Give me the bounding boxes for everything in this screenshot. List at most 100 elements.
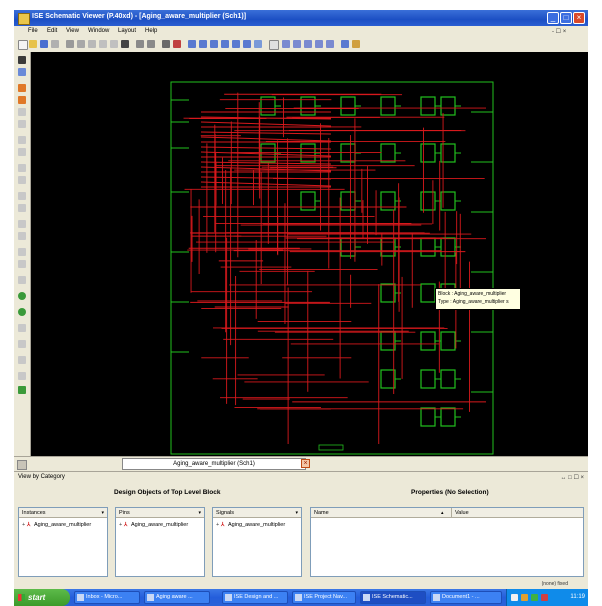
zoom-fit-icon[interactable] bbox=[162, 40, 170, 48]
note-icon[interactable] bbox=[18, 260, 26, 268]
tab-nav-icon[interactable] bbox=[17, 460, 27, 470]
maximize-button[interactable]: □ bbox=[560, 12, 572, 24]
block-symbol-icon: ⅄ bbox=[221, 522, 225, 528]
pointer-icon[interactable] bbox=[18, 56, 26, 64]
arrow-right-icon[interactable] bbox=[18, 96, 26, 104]
add-pin-icon[interactable] bbox=[232, 40, 240, 48]
bus-wire bbox=[200, 116, 332, 120]
minimize-button[interactable]: _ bbox=[547, 12, 559, 24]
menu-edit[interactable]: Edit bbox=[47, 28, 58, 34]
expand-icon[interactable] bbox=[326, 40, 334, 48]
mdi-controls[interactable]: - ☐ × bbox=[552, 29, 567, 35]
menu-help[interactable]: Help bbox=[145, 28, 158, 34]
schematic-canvas[interactable]: Block : Aging_aware_multiplier Type : Ag… bbox=[31, 52, 588, 456]
expand-icon[interactable]: + bbox=[119, 522, 123, 528]
unmark-icon[interactable] bbox=[18, 164, 26, 172]
security-icon[interactable] bbox=[531, 594, 538, 601]
open-icon[interactable] bbox=[29, 40, 37, 48]
list-item[interactable]: +⅄Aging_aware_multiplier bbox=[119, 522, 189, 528]
help-icon[interactable] bbox=[18, 372, 26, 380]
taskbar-item[interactable]: Document1 - ... bbox=[430, 591, 502, 604]
hand-icon[interactable] bbox=[18, 68, 26, 76]
paste-icon[interactable] bbox=[88, 40, 96, 48]
menu-view[interactable]: View bbox=[66, 28, 79, 34]
start-button[interactable]: start bbox=[14, 589, 70, 606]
panel-window-controls[interactable]: ↔ □ ☐ × bbox=[560, 475, 584, 481]
mark-icon[interactable] bbox=[18, 148, 26, 156]
push-icon[interactable] bbox=[293, 40, 301, 48]
list-item[interactable]: +⅄Aging_aware_multiplier bbox=[22, 522, 92, 528]
logic-cell bbox=[340, 237, 356, 257]
find-icon[interactable] bbox=[18, 136, 26, 144]
pan-icon[interactable] bbox=[173, 40, 181, 48]
network-icon[interactable] bbox=[511, 594, 518, 601]
annotate-icon[interactable] bbox=[18, 232, 26, 240]
taskbar-item[interactable]: Inbox - Micro... bbox=[74, 591, 140, 604]
menu-file[interactable]: File bbox=[28, 28, 38, 34]
add-net-icon[interactable] bbox=[221, 40, 229, 48]
signals-header[interactable]: Signals▾ bbox=[213, 508, 301, 518]
update-icon[interactable] bbox=[541, 594, 548, 601]
save-icon[interactable] bbox=[40, 40, 48, 48]
text-icon[interactable] bbox=[18, 248, 26, 256]
sort-arrow-icon: ▴ bbox=[441, 510, 444, 516]
refresh-icon[interactable] bbox=[18, 308, 26, 316]
taskbar-item-active[interactable]: ISE Schematic... bbox=[360, 591, 426, 604]
zoom-out-icon[interactable] bbox=[147, 40, 155, 48]
snap-icon[interactable] bbox=[18, 204, 26, 212]
arrow-left-icon[interactable] bbox=[18, 84, 26, 92]
copy-icon[interactable] bbox=[77, 40, 85, 48]
add-bus-icon[interactable] bbox=[210, 40, 218, 48]
measure-icon[interactable] bbox=[18, 220, 26, 228]
cut-icon[interactable] bbox=[66, 40, 74, 48]
close-button[interactable]: × bbox=[573, 12, 585, 24]
zoom-in-icon[interactable] bbox=[136, 40, 144, 48]
grid-icon[interactable] bbox=[18, 192, 26, 200]
menu-window[interactable]: Window bbox=[88, 28, 110, 34]
pins-header[interactable]: Pins▾ bbox=[116, 508, 204, 518]
block-tooltip: Block : Aging_aware_multiplier Type : Ag… bbox=[435, 288, 521, 310]
print-icon[interactable] bbox=[51, 40, 59, 48]
run-icon[interactable] bbox=[18, 292, 26, 300]
filter-icon[interactable] bbox=[18, 120, 26, 128]
taskbar-item[interactable]: Aging aware ... bbox=[144, 591, 210, 604]
add-symbol-icon[interactable] bbox=[243, 40, 251, 48]
signals-list[interactable]: Signals▾ +⅄Aging_aware_multiplier bbox=[212, 507, 302, 577]
trace-icon[interactable] bbox=[18, 108, 26, 116]
stop-icon[interactable] bbox=[18, 324, 26, 332]
prop-value-header[interactable]: Value bbox=[451, 508, 583, 518]
menu-bar: File Edit View Window Layout Help - ☐ × bbox=[14, 26, 588, 37]
menu-layout[interactable]: Layout bbox=[118, 28, 137, 34]
new-icon[interactable] bbox=[18, 40, 28, 50]
prop-name-header[interactable]: Name▴ bbox=[311, 508, 451, 518]
link-icon[interactable] bbox=[18, 276, 26, 284]
layer-icon[interactable] bbox=[18, 176, 26, 184]
instances-header[interactable]: Instances▾ bbox=[19, 508, 107, 518]
list-item[interactable]: +⅄Aging_aware_multiplier bbox=[216, 522, 286, 528]
undo-icon[interactable] bbox=[99, 40, 107, 48]
redo-icon[interactable] bbox=[110, 40, 118, 48]
delete-icon[interactable] bbox=[121, 40, 129, 48]
taskbar-item[interactable]: ISE Design and ... bbox=[222, 591, 288, 604]
top-icon[interactable] bbox=[315, 40, 323, 48]
rubber-band-icon[interactable] bbox=[254, 40, 262, 48]
pop-icon[interactable] bbox=[304, 40, 312, 48]
volume-icon[interactable] bbox=[521, 594, 528, 601]
close-tab-icon[interactable]: × bbox=[301, 459, 310, 468]
properties-grid[interactable]: Name▴ Value bbox=[310, 507, 584, 577]
expand-icon[interactable]: + bbox=[216, 522, 220, 528]
select-icon[interactable] bbox=[188, 40, 196, 48]
taskbar-item[interactable]: ISE Project Nav... bbox=[292, 591, 356, 604]
view-icon[interactable] bbox=[269, 40, 279, 50]
route-icon[interactable] bbox=[341, 40, 349, 48]
expand-icon[interactable]: + bbox=[22, 522, 26, 528]
tab-schematic[interactable]: Aging_aware_multiplier (Sch1) bbox=[122, 458, 306, 470]
add-wire-icon[interactable] bbox=[199, 40, 207, 48]
hierarchy-icon[interactable] bbox=[282, 40, 290, 48]
cross-probe-icon[interactable] bbox=[352, 40, 360, 48]
options-icon[interactable] bbox=[18, 356, 26, 364]
pins-list[interactable]: Pins▾ +⅄Aging_aware_multiplier bbox=[115, 507, 205, 577]
info-icon[interactable] bbox=[18, 340, 26, 348]
go-icon[interactable] bbox=[18, 386, 26, 394]
instances-list[interactable]: Instances▾ +⅄Aging_aware_multiplier bbox=[18, 507, 108, 577]
